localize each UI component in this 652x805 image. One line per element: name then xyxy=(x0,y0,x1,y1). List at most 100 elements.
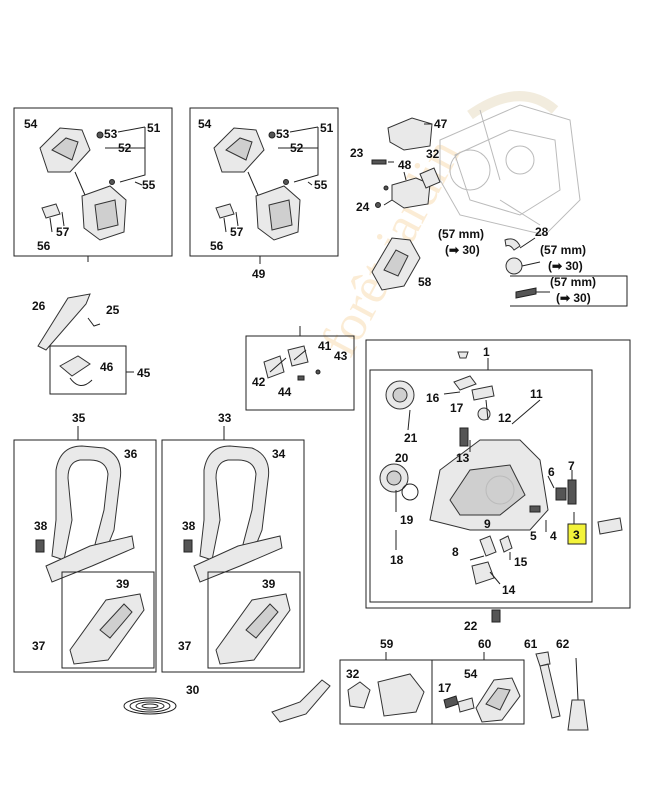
callout-53: 53 xyxy=(276,127,290,141)
callout-30: 30 xyxy=(186,683,200,697)
callout-56: 56 xyxy=(210,239,224,253)
part-gasket-large xyxy=(377,673,425,717)
part-62-screwdriver xyxy=(567,699,589,731)
group-box-39a xyxy=(61,571,155,669)
callout-36: 36 xyxy=(124,447,138,461)
group-box xyxy=(13,107,173,257)
callout-59: 59 xyxy=(380,637,394,651)
measure-ref: (➡ 30) xyxy=(445,243,480,257)
callout-39: 39 xyxy=(116,577,130,591)
part-47 xyxy=(387,117,433,151)
callout-3-highlight xyxy=(567,523,587,545)
group-box-39b xyxy=(207,571,301,669)
callout-13: 13 xyxy=(456,451,470,465)
callout-28: 28 xyxy=(535,225,549,239)
callout-54: 54 xyxy=(24,117,38,131)
measure-label: (57 mm) xyxy=(540,243,586,257)
engine-ghost xyxy=(439,104,581,236)
callout-37: 37 xyxy=(178,639,192,653)
callout-3: 3 xyxy=(573,528,580,542)
part-17 xyxy=(471,385,495,401)
part-28 xyxy=(504,238,521,251)
callout-14: 14 xyxy=(502,583,516,597)
callout-57: 57 xyxy=(230,225,244,239)
group-box-60 xyxy=(431,659,525,725)
callout-48: 48 xyxy=(398,158,412,172)
callout-5: 5 xyxy=(530,529,537,543)
part-34-handle xyxy=(199,445,270,561)
callout-51: 51 xyxy=(147,121,161,135)
callout-20: 20 xyxy=(395,451,409,465)
group-box-41 xyxy=(245,335,355,411)
part-36-handle xyxy=(51,445,122,561)
callout-55: 55 xyxy=(142,178,156,192)
callout-19: 19 xyxy=(400,513,414,527)
callout-6: 6 xyxy=(548,465,555,479)
callout-38: 38 xyxy=(34,519,48,533)
crankcase-outer-box xyxy=(365,339,631,609)
callout-56: 56 xyxy=(37,239,51,253)
callout-45: 45 xyxy=(137,366,151,380)
callout-9: 9 xyxy=(484,517,491,531)
callout-54: 54 xyxy=(198,117,212,131)
assembly-group-49 xyxy=(189,107,339,257)
part-26 xyxy=(37,293,91,351)
callout-12: 12 xyxy=(498,411,512,425)
part-spring-b xyxy=(287,345,309,367)
callout-46: 46 xyxy=(100,360,114,374)
callout-25: 25 xyxy=(106,303,120,317)
part-30-coil xyxy=(123,697,177,715)
callout-32: 32 xyxy=(346,667,360,681)
part-plug xyxy=(457,351,469,359)
assembly-group-51 xyxy=(13,107,173,257)
callout-55: 55 xyxy=(314,178,328,192)
callout-17: 17 xyxy=(438,681,452,695)
group-box-35 xyxy=(13,439,157,673)
watermark-logo: forêt-jardin xyxy=(310,91,559,366)
callout-44: 44 xyxy=(278,385,292,399)
measure-ref: (➡ 30) xyxy=(548,259,583,273)
callout-61: 61 xyxy=(524,637,538,651)
callout-35: 35 xyxy=(72,411,86,425)
callout-51: 51 xyxy=(320,121,334,135)
callout-16: 16 xyxy=(426,391,440,405)
part-pin xyxy=(597,517,623,535)
callout-60: 60 xyxy=(478,637,492,651)
part-46 xyxy=(59,355,91,377)
callout-17: 17 xyxy=(450,401,464,415)
callout-49: 49 xyxy=(252,267,266,281)
callout-23: 23 xyxy=(350,146,364,160)
callout-47: 47 xyxy=(434,117,448,131)
callout-62: 62 xyxy=(556,637,570,651)
callout-37: 37 xyxy=(32,639,46,653)
part-elbow xyxy=(271,679,331,723)
callout-52: 52 xyxy=(290,141,304,155)
part-ring xyxy=(505,257,523,275)
part-61-tool xyxy=(535,651,561,719)
callout-54: 54 xyxy=(464,667,478,681)
callout-42: 42 xyxy=(252,375,266,389)
callout-39: 39 xyxy=(262,577,276,591)
callout-52: 52 xyxy=(118,141,132,155)
callout-43: 43 xyxy=(334,349,348,363)
measure-ref: (➡ 30) xyxy=(556,291,591,305)
callout-22: 22 xyxy=(464,619,478,633)
part-32-gasket xyxy=(347,681,371,709)
callout-7: 7 xyxy=(568,459,575,473)
crankcase-inner-box xyxy=(369,369,593,603)
group-box-33 xyxy=(161,439,305,673)
callout-18: 18 xyxy=(390,553,404,567)
callout-15: 15 xyxy=(514,555,528,569)
callout-33: 33 xyxy=(218,411,232,425)
callout-8: 8 xyxy=(452,545,459,559)
callout-57: 57 xyxy=(56,225,70,239)
callout-32: 32 xyxy=(426,147,440,161)
callout-53: 53 xyxy=(104,127,118,141)
part-8 xyxy=(479,535,497,557)
callout-26: 26 xyxy=(32,299,46,313)
part-spring-a xyxy=(263,355,285,379)
group-box-45 xyxy=(49,345,127,395)
callout-58: 58 xyxy=(418,275,432,289)
